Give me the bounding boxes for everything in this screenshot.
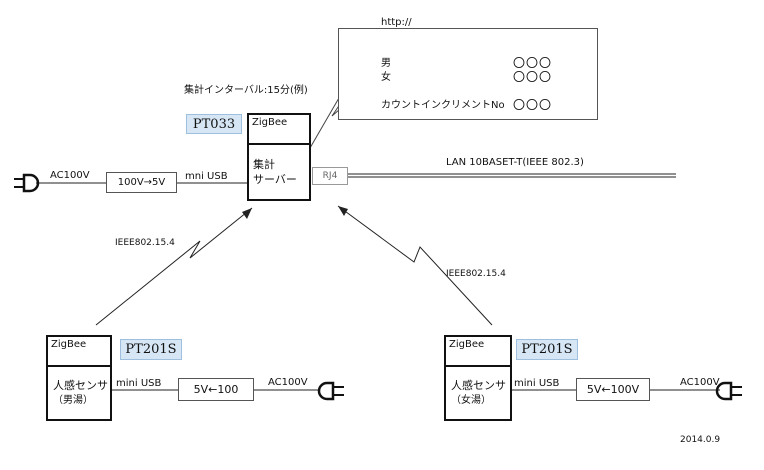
male-sensor-zigbee-label: ZigBee (51, 339, 87, 350)
server-usb-label: mni USB (185, 171, 228, 182)
server-name-line1: 集計 (253, 158, 275, 171)
server-model-tag: PT033 (186, 114, 242, 134)
link-label-right: IEEE802.15.4 (446, 269, 506, 279)
server-plug-icon (14, 173, 40, 193)
interval-label: 集計インターバル:15分(例) (184, 85, 308, 96)
male-sensor-power-label: AC100V (268, 377, 308, 388)
male-sensor-name-line1: 人感センサ (53, 379, 108, 392)
female-sensor-name-line1: 人感センサ (451, 379, 506, 392)
female-sensor-usb-label: mini USB (514, 378, 560, 389)
female-sensor-name-line2: （女湯） (451, 395, 491, 406)
date-label: 2014.0.9 (680, 435, 721, 445)
female-sensor-model-tag: PT201S (516, 339, 578, 360)
wireless-link-right (337, 205, 493, 326)
server-name-line2: サーバー (253, 173, 297, 186)
female-sensor-zigbee-module: ZigBee (444, 335, 512, 367)
server-power-label: AC100V (50, 170, 90, 181)
male-sensor-name-line2: （男湯） (53, 395, 93, 406)
callout-label-increment: カウントインクリメントNo (381, 100, 505, 111)
server-box: 集計 サーバー (247, 143, 311, 201)
rj45-port: RJ4 (312, 167, 348, 185)
url-label: http:// (381, 17, 412, 28)
female-plug-icon (715, 381, 742, 401)
server-zigbee-label: ZigBee (252, 117, 288, 128)
callout-label-female: 女 (381, 72, 391, 83)
male-plug-icon (317, 381, 344, 401)
callout-leader-line (309, 90, 344, 149)
male-sensor-adapter-box: 5V←100 (178, 378, 254, 401)
male-sensor-box: 人感センサ （男湯） (46, 365, 112, 421)
link-label-left: IEEE802.15.4 (115, 238, 175, 248)
callout-value-male: 〇〇〇 (513, 56, 553, 70)
server-adapter-box: 100V→5V (106, 172, 177, 193)
callout-value-female: 〇〇〇 (513, 70, 553, 84)
female-sensor-power-label: AC100V (680, 377, 720, 388)
callout-label-male: 男 (381, 58, 391, 69)
callout-value-increment: 〇〇〇 (513, 98, 553, 112)
male-sensor-model-tag: PT201S (120, 339, 182, 360)
male-sensor-zigbee-module: ZigBee (46, 335, 112, 367)
callout-box: 男 〇〇〇 女 〇〇〇 カウントインクリメントNo 〇〇〇 (338, 28, 598, 120)
male-sensor-usb-label: mini USB (116, 378, 162, 389)
wireless-link-left (95, 207, 253, 326)
female-sensor-adapter-box: 5V←100V (576, 378, 650, 401)
server-zigbee-module: ZigBee (247, 113, 311, 145)
lan-label: LAN 10BASET-T(IEEE 802.3) (446, 157, 584, 168)
female-sensor-zigbee-label: ZigBee (449, 339, 485, 350)
female-sensor-box: 人感センサ （女湯） (444, 365, 512, 421)
